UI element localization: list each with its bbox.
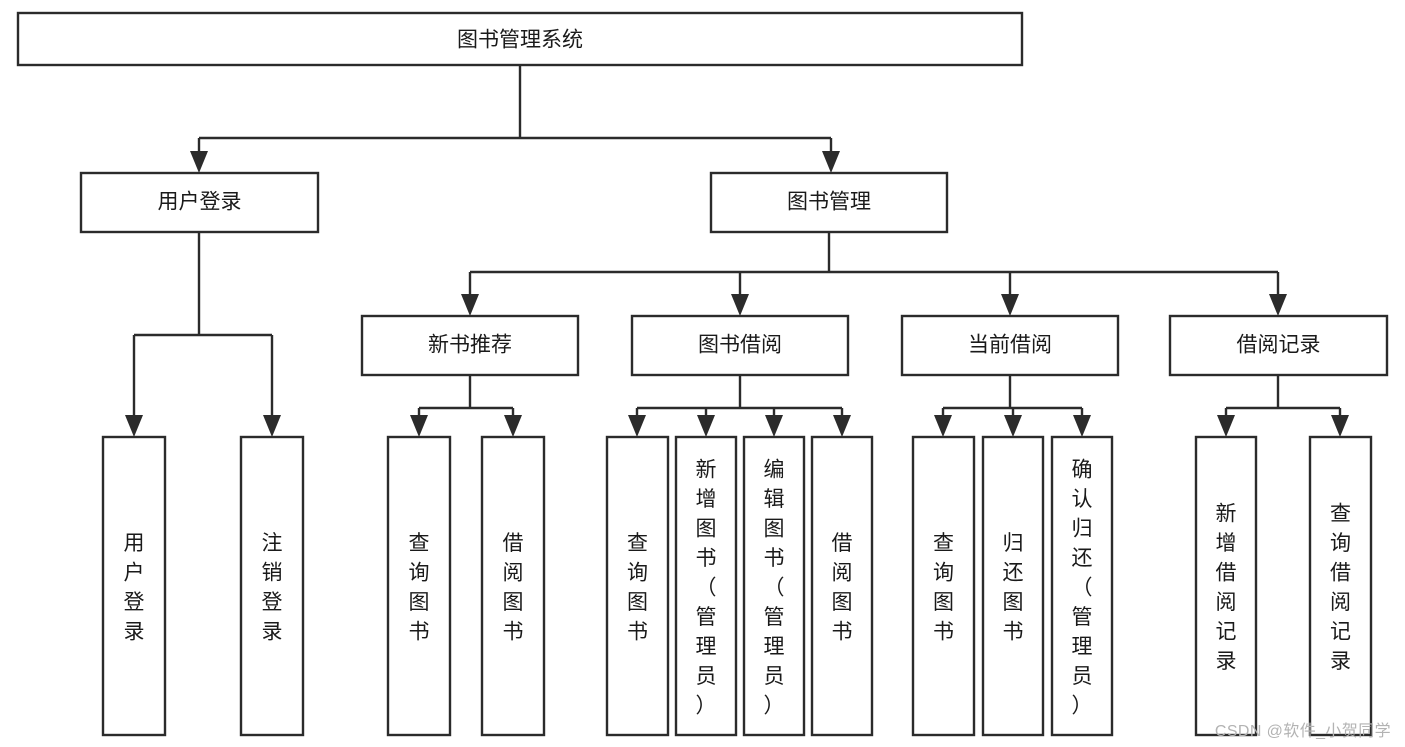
node-book-borrow-box[interactable] [630, 314, 850, 377]
arrowhead-to-new-book-recommend [461, 294, 479, 316]
node-root-label: 图书管理系统 [457, 29, 583, 52]
node-leaf-query-book-3-box[interactable] [911, 435, 976, 737]
connector-borrow-record-trunk [1224, 375, 1342, 419]
arrowhead-to-user-login [190, 151, 208, 173]
node-leaf-query-book-3[interactable]: 查询图书 [911, 435, 976, 737]
node-new-book-recommend-label: 新书推荐 [428, 334, 512, 357]
node-leaf-borrow-book-1-label: 借阅图书 [503, 532, 524, 644]
connector-new-book-recommend-trunk [417, 375, 515, 419]
node-leaf-confirm-return[interactable]: 确认归还（管理员） [1050, 435, 1114, 737]
connector-book-management-trunk [468, 232, 1280, 298]
arrowhead-to-leaf-add-record [1217, 415, 1235, 437]
node-leaf-borrow-book-2-label: 借阅图书 [832, 532, 853, 644]
arrowhead-to-current-borrow [1001, 294, 1019, 316]
node-current-borrow-label: 当前借阅 [968, 334, 1052, 357]
node-leaf-borrow-book-2[interactable]: 借阅图书 [810, 435, 874, 737]
node-current-borrow-box[interactable] [900, 314, 1120, 377]
node-leaf-edit-book-label: 编辑图书（管理员） [764, 458, 785, 717]
node-leaf-query-record-box[interactable] [1308, 435, 1373, 737]
node-root-box[interactable] [16, 11, 1024, 67]
arrowhead-to-borrow-record [1269, 294, 1287, 316]
arrowhead-to-leaf-query-record [1331, 415, 1349, 437]
node-leaf-query-book-2-box[interactable] [605, 435, 670, 737]
node-leaf-confirm-return-box[interactable] [1050, 435, 1114, 737]
node-leaf-return-book-label: 归还图书 [1003, 532, 1024, 644]
arrowhead-to-leaf-borrow-book-1 [504, 415, 522, 437]
node-leaf-borrow-book-1[interactable]: 借阅图书 [480, 435, 546, 737]
node-leaf-add-book-box[interactable] [674, 435, 738, 737]
node-user-login[interactable]: 用户登录 [79, 171, 320, 234]
arrowhead-to-book-management [822, 151, 840, 173]
node-leaf-user-login-box[interactable] [101, 435, 167, 737]
node-leaf-return-book[interactable]: 归还图书 [981, 435, 1045, 737]
node-new-book-recommend[interactable]: 新书推荐 [360, 314, 580, 377]
node-leaf-query-record[interactable]: 查询借阅记录 [1308, 435, 1373, 737]
node-borrow-record-label: 借阅记录 [1237, 334, 1321, 357]
arrowhead-to-leaf-query-book-1 [410, 415, 428, 437]
node-leaf-user-logout-label: 注销登录 [262, 532, 283, 644]
node-leaf-add-book-label: 新增图书（管理员） [696, 458, 717, 717]
arrowhead-to-leaf-add-book [697, 415, 715, 437]
arrowhead-to-leaf-confirm-return [1073, 415, 1091, 437]
arrowhead-to-leaf-borrow-book-2 [833, 415, 851, 437]
node-user-login-label: 用户登录 [158, 191, 242, 214]
connector-layer [125, 65, 1349, 437]
node-root[interactable]: 图书管理系统 [16, 11, 1024, 67]
node-new-book-recommend-box[interactable] [360, 314, 580, 377]
node-leaf-add-record-label: 新增借阅记录 [1216, 503, 1237, 674]
node-leaf-edit-book-box[interactable] [742, 435, 806, 737]
arrowhead-to-leaf-return-book [1004, 415, 1022, 437]
node-leaf-user-login[interactable]: 用户登录 [101, 435, 167, 737]
node-leaf-query-book-1[interactable]: 查询图书 [386, 435, 452, 737]
node-leaf-borrow-book-2-box[interactable] [810, 435, 874, 737]
node-leaf-return-book-box[interactable] [981, 435, 1045, 737]
connector-current-borrow-trunk [941, 375, 1084, 419]
node-leaf-query-book-3-label: 查询图书 [933, 532, 954, 644]
node-leaf-user-logout-box[interactable] [239, 435, 305, 737]
node-leaf-query-book-1-box[interactable] [386, 435, 452, 737]
node-leaf-borrow-book-1-box[interactable] [480, 435, 546, 737]
node-leaf-add-record[interactable]: 新增借阅记录 [1194, 435, 1258, 737]
arrowhead-to-leaf-edit-book [765, 415, 783, 437]
arrowhead-to-book-borrow [731, 294, 749, 316]
node-book-management[interactable]: 图书管理 [709, 171, 949, 234]
arrowhead-to-leaf-user-login [125, 415, 143, 437]
node-leaf-query-book-2[interactable]: 查询图书 [605, 435, 670, 737]
arrowhead-to-leaf-query-book-3 [934, 415, 952, 437]
node-current-borrow[interactable]: 当前借阅 [900, 314, 1120, 377]
connector-book-borrow-trunk [635, 375, 844, 419]
node-leaf-query-record-label: 查询借阅记录 [1330, 503, 1351, 674]
node-book-borrow-label: 图书借阅 [698, 334, 782, 357]
connector-root-trunk [197, 65, 833, 155]
node-leaf-query-book-1-label: 查询图书 [409, 532, 430, 644]
watermark-label: CSDN @软件_小贺同学 [1214, 723, 1391, 740]
node-leaf-edit-book[interactable]: 编辑图书（管理员） [742, 435, 806, 737]
connector-user-login-trunk [132, 232, 274, 419]
node-leaf-query-book-2-label: 查询图书 [627, 532, 648, 644]
node-book-management-label: 图书管理 [787, 191, 871, 214]
node-leaf-add-record-box[interactable] [1194, 435, 1258, 737]
node-book-management-box[interactable] [709, 171, 949, 234]
node-leaf-user-login-label: 用户登录 [124, 532, 145, 644]
node-user-login-box[interactable] [79, 171, 320, 234]
leaf-node-layer: 用户登录 注销登录 查询图书 借阅图书 查询图书 新增图书（管理员） 编辑图书（管理员） 借阅… [101, 435, 1373, 737]
node-leaf-confirm-return-label: 确认归还（管理员） [1072, 458, 1093, 717]
node-book-borrow[interactable]: 图书借阅 [630, 314, 850, 377]
node-borrow-record-box[interactable] [1168, 314, 1389, 377]
arrowhead-to-leaf-query-book-2 [628, 415, 646, 437]
node-borrow-record[interactable]: 借阅记录 [1168, 314, 1389, 377]
arrowhead-to-leaf-user-logout [263, 415, 281, 437]
node-leaf-add-book[interactable]: 新增图书（管理员） [674, 435, 738, 737]
node-leaf-user-logout[interactable]: 注销登录 [239, 435, 305, 737]
